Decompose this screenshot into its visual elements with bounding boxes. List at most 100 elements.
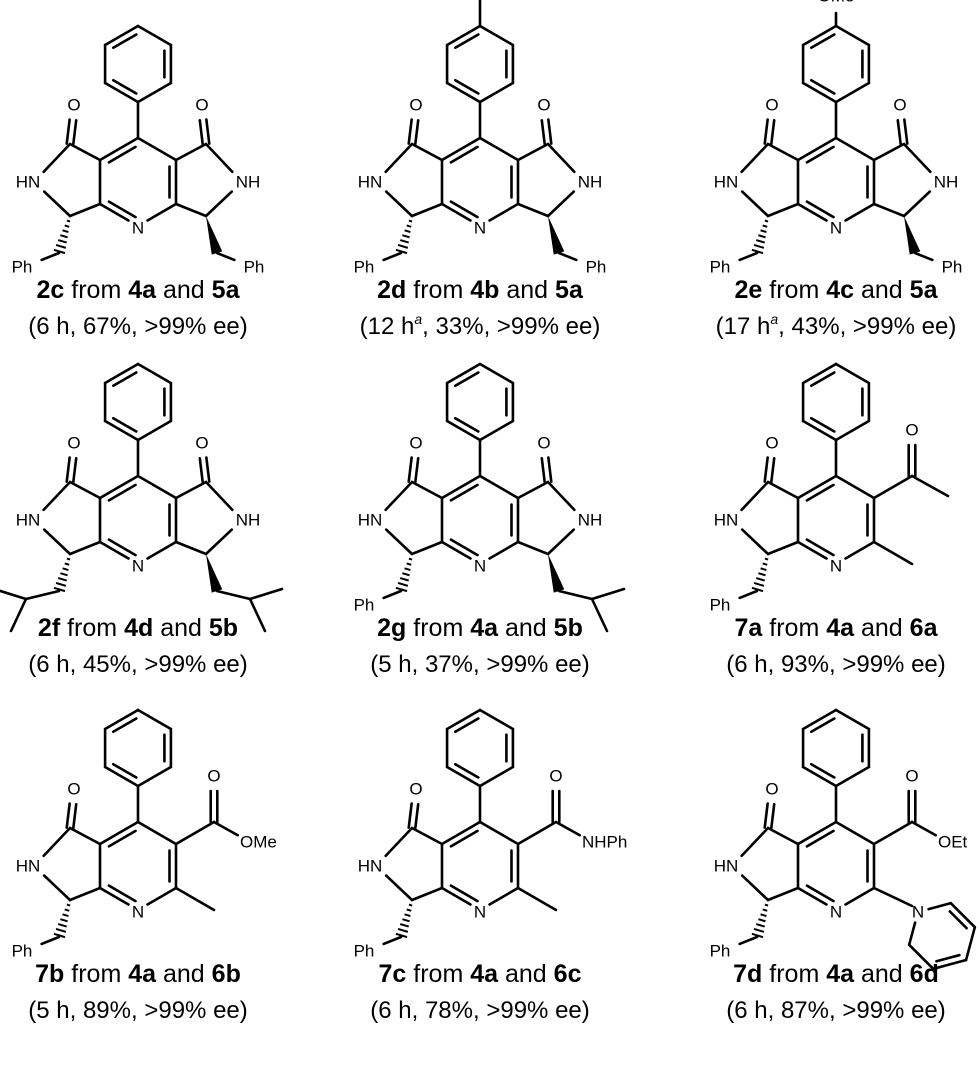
solid-wedge xyxy=(548,554,565,593)
bond xyxy=(834,419,871,442)
amide-nh: HN xyxy=(16,173,41,192)
bond xyxy=(796,886,828,906)
bond xyxy=(98,540,130,560)
hashed-wedge xyxy=(760,229,767,234)
ester-group: NHPh xyxy=(582,833,627,852)
separator: , xyxy=(70,997,83,1024)
space xyxy=(64,960,71,988)
bond xyxy=(557,251,578,262)
bond xyxy=(205,118,211,145)
compound-caption: 7d from 4a and 6d xyxy=(733,960,939,988)
paren: ) xyxy=(240,997,248,1024)
separator: , xyxy=(829,651,842,678)
bond xyxy=(103,24,140,47)
bond xyxy=(384,826,414,858)
hashed-wedge xyxy=(760,567,767,572)
hashed-wedge xyxy=(397,927,409,933)
bond xyxy=(71,457,78,484)
hashed-wedge xyxy=(62,913,69,918)
carbonyl-oxygen: O xyxy=(409,96,422,115)
bond xyxy=(103,81,140,104)
bond xyxy=(103,765,140,788)
footnote-mark: a xyxy=(414,311,422,327)
reaction-conditions: (6 h, 87%, >99% ee) xyxy=(726,997,946,1024)
bond xyxy=(801,24,838,47)
bond xyxy=(453,78,480,95)
bond xyxy=(844,202,876,222)
solid-wedge xyxy=(548,216,565,255)
bond xyxy=(834,708,871,731)
caption-part: 2e xyxy=(735,276,763,304)
hashed-wedge xyxy=(402,918,410,923)
bond xyxy=(488,540,520,560)
hashed-wedge xyxy=(64,224,70,228)
space xyxy=(406,614,413,642)
amide-nh: HN xyxy=(358,511,383,530)
space xyxy=(156,276,163,304)
caption-part: from xyxy=(769,276,819,304)
bond xyxy=(872,886,914,908)
yield: 89% xyxy=(83,997,131,1024)
bond xyxy=(103,362,140,385)
bond xyxy=(796,820,838,846)
space xyxy=(121,960,128,988)
bond xyxy=(136,820,178,846)
bond xyxy=(478,765,515,788)
hashed-wedge xyxy=(408,903,413,907)
bond xyxy=(931,958,968,971)
bond xyxy=(449,483,479,502)
caption-part: from xyxy=(413,614,463,642)
bond xyxy=(740,142,770,174)
space xyxy=(854,614,861,642)
bond xyxy=(547,118,553,145)
bond xyxy=(440,820,482,846)
bond xyxy=(65,802,71,829)
amide-nh: NH xyxy=(578,511,603,530)
bond xyxy=(384,528,414,556)
bond xyxy=(801,419,838,442)
yield: 43% xyxy=(792,313,840,340)
bond xyxy=(547,456,553,483)
space xyxy=(762,276,769,304)
bond xyxy=(204,480,234,512)
bond xyxy=(949,901,977,929)
bond xyxy=(540,119,547,146)
bond xyxy=(449,538,479,557)
bond xyxy=(453,416,480,433)
bond xyxy=(453,717,480,734)
bond xyxy=(740,190,770,218)
bond xyxy=(384,142,414,174)
bond xyxy=(445,419,482,442)
bond xyxy=(590,597,609,633)
space xyxy=(202,614,209,642)
bond xyxy=(68,142,102,162)
separator: , xyxy=(70,313,83,340)
bond xyxy=(146,886,178,906)
hashed-wedge xyxy=(408,219,413,223)
space xyxy=(117,614,124,642)
phenyl-label: Ph xyxy=(354,942,375,961)
amide-nh: HN xyxy=(714,857,739,876)
yield: 33% xyxy=(436,313,484,340)
hashed-wedge xyxy=(55,927,67,933)
ester-group: OEt xyxy=(938,833,968,852)
caption-part: from xyxy=(71,276,121,304)
caption-part: 5a xyxy=(555,276,584,304)
caption-part: 5a xyxy=(212,276,241,304)
bond xyxy=(796,474,838,500)
bond xyxy=(445,24,482,47)
bond xyxy=(103,419,140,442)
bond xyxy=(557,589,594,601)
bond xyxy=(516,820,558,846)
bond xyxy=(198,119,205,146)
bond xyxy=(805,145,835,164)
bond xyxy=(107,829,137,848)
bond xyxy=(546,528,576,556)
bond xyxy=(902,142,932,174)
paren: ( xyxy=(370,651,378,678)
caption-part: 2d xyxy=(377,276,406,304)
caption-part: 4a xyxy=(128,960,157,988)
amide-nh: HN xyxy=(358,173,383,192)
